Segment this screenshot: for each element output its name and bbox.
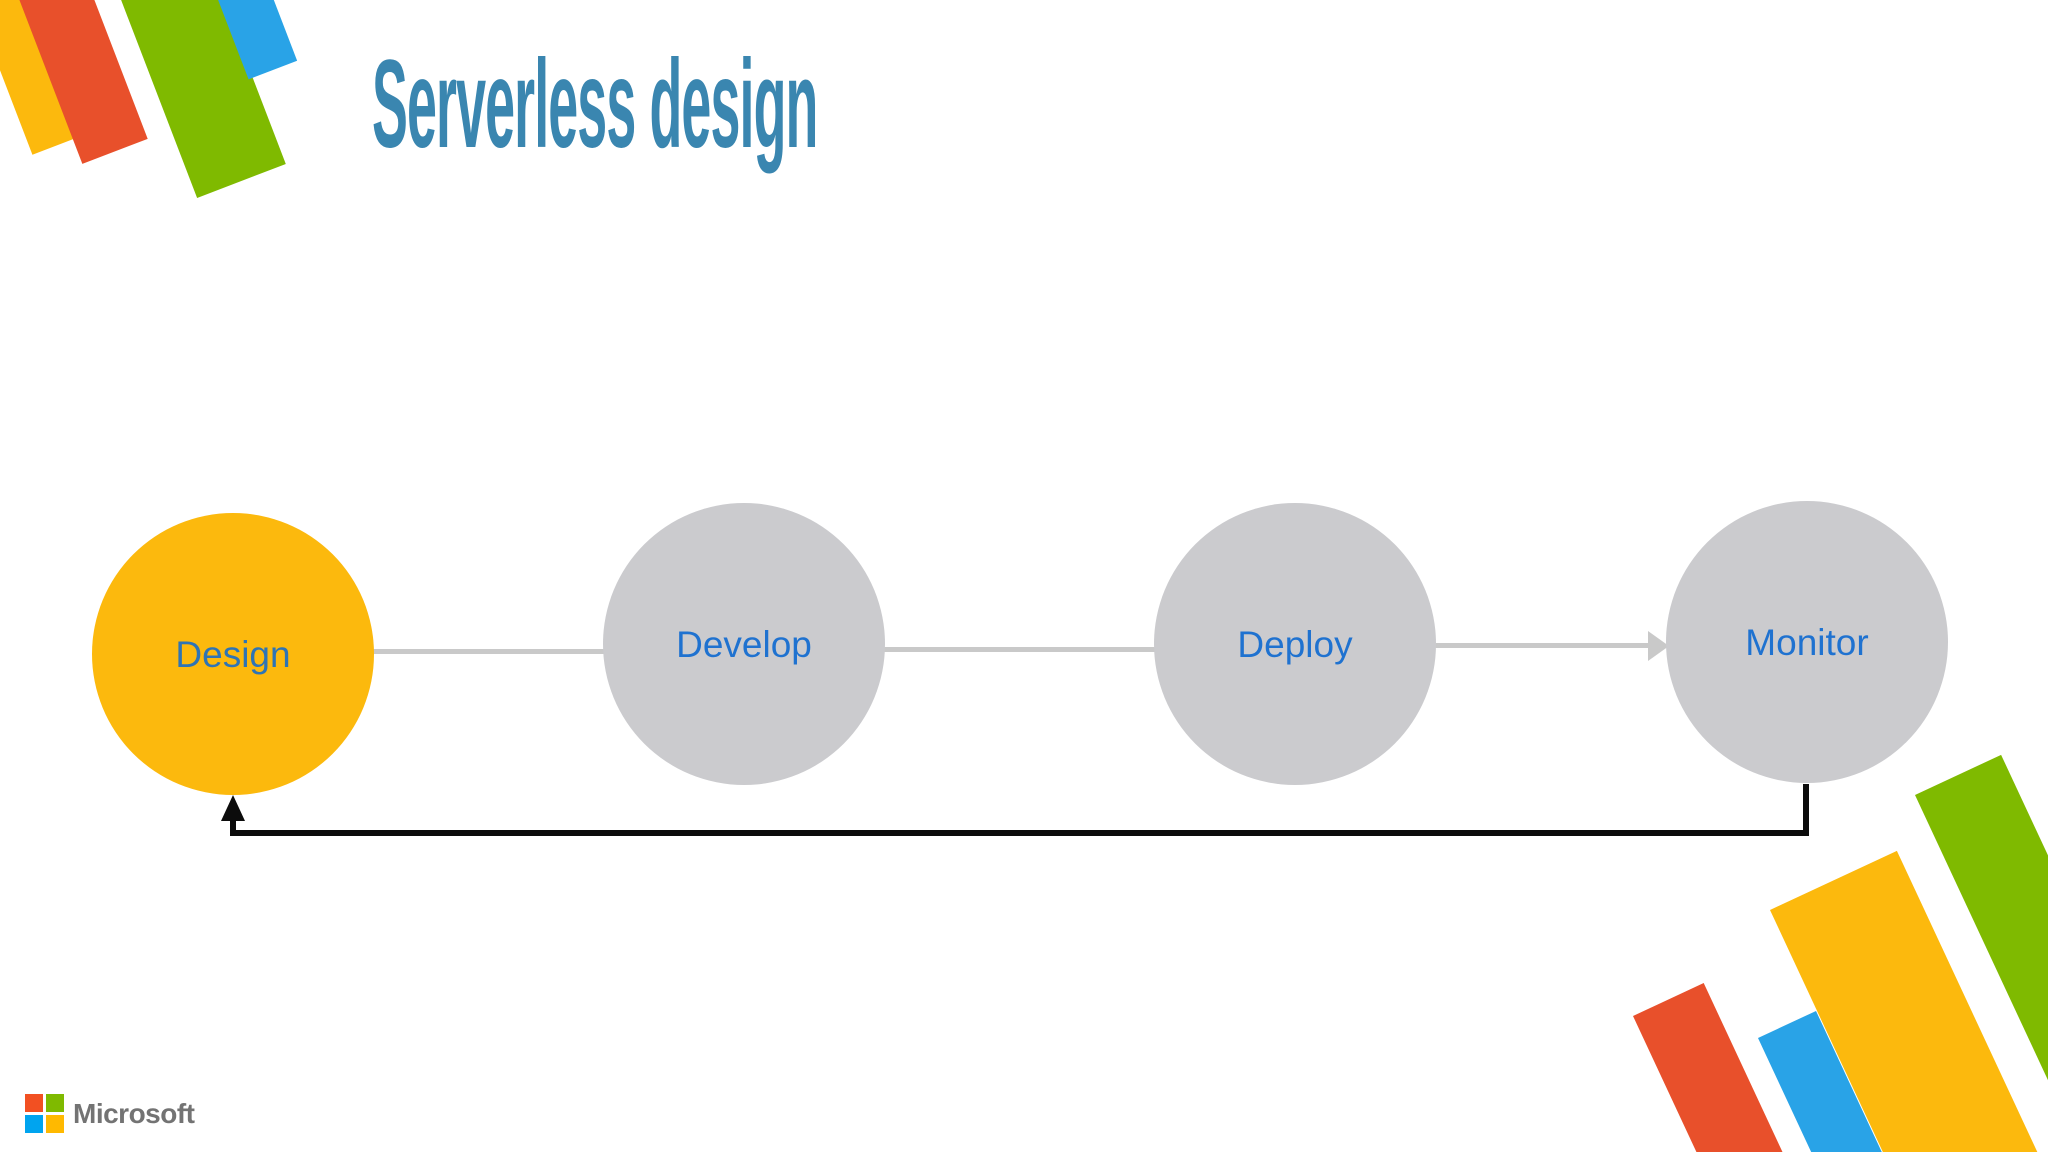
stage-label-design: Design [175,633,291,675]
feedback-arrow-segment-left [230,816,236,834]
microsoft-logo: Microsoft [25,1094,195,1133]
feedback-arrow-segment-right [1803,784,1809,836]
microsoft-wordmark: Microsoft [73,1097,195,1129]
stage-label-deploy: Deploy [1237,623,1353,665]
ms-tile-red-icon [25,1094,43,1112]
stage-label-develop: Develop [676,623,812,665]
ms-tile-yellow-icon [46,1115,64,1133]
stage-circle-design: Design [92,513,374,795]
connector-deploy-monitor [1435,643,1651,648]
stage-circle-monitor: Monitor [1666,501,1948,783]
stage-label-monitor: Monitor [1745,621,1869,663]
connector-develop-deploy [884,647,1156,652]
ms-tile-blue-icon [25,1115,43,1133]
stage-circle-deploy: Deploy [1154,503,1436,785]
connector-arrowhead-icon [1648,631,1669,661]
stage-circle-develop: Develop [603,503,885,785]
page-title: Serverless design [372,35,818,174]
microsoft-logo-icon [25,1094,64,1133]
feedback-arrowhead-icon [221,795,245,821]
feedback-arrow-segment-bottom [230,830,1809,836]
connector-design-develop [372,649,605,654]
ms-tile-green-icon [46,1094,64,1112]
